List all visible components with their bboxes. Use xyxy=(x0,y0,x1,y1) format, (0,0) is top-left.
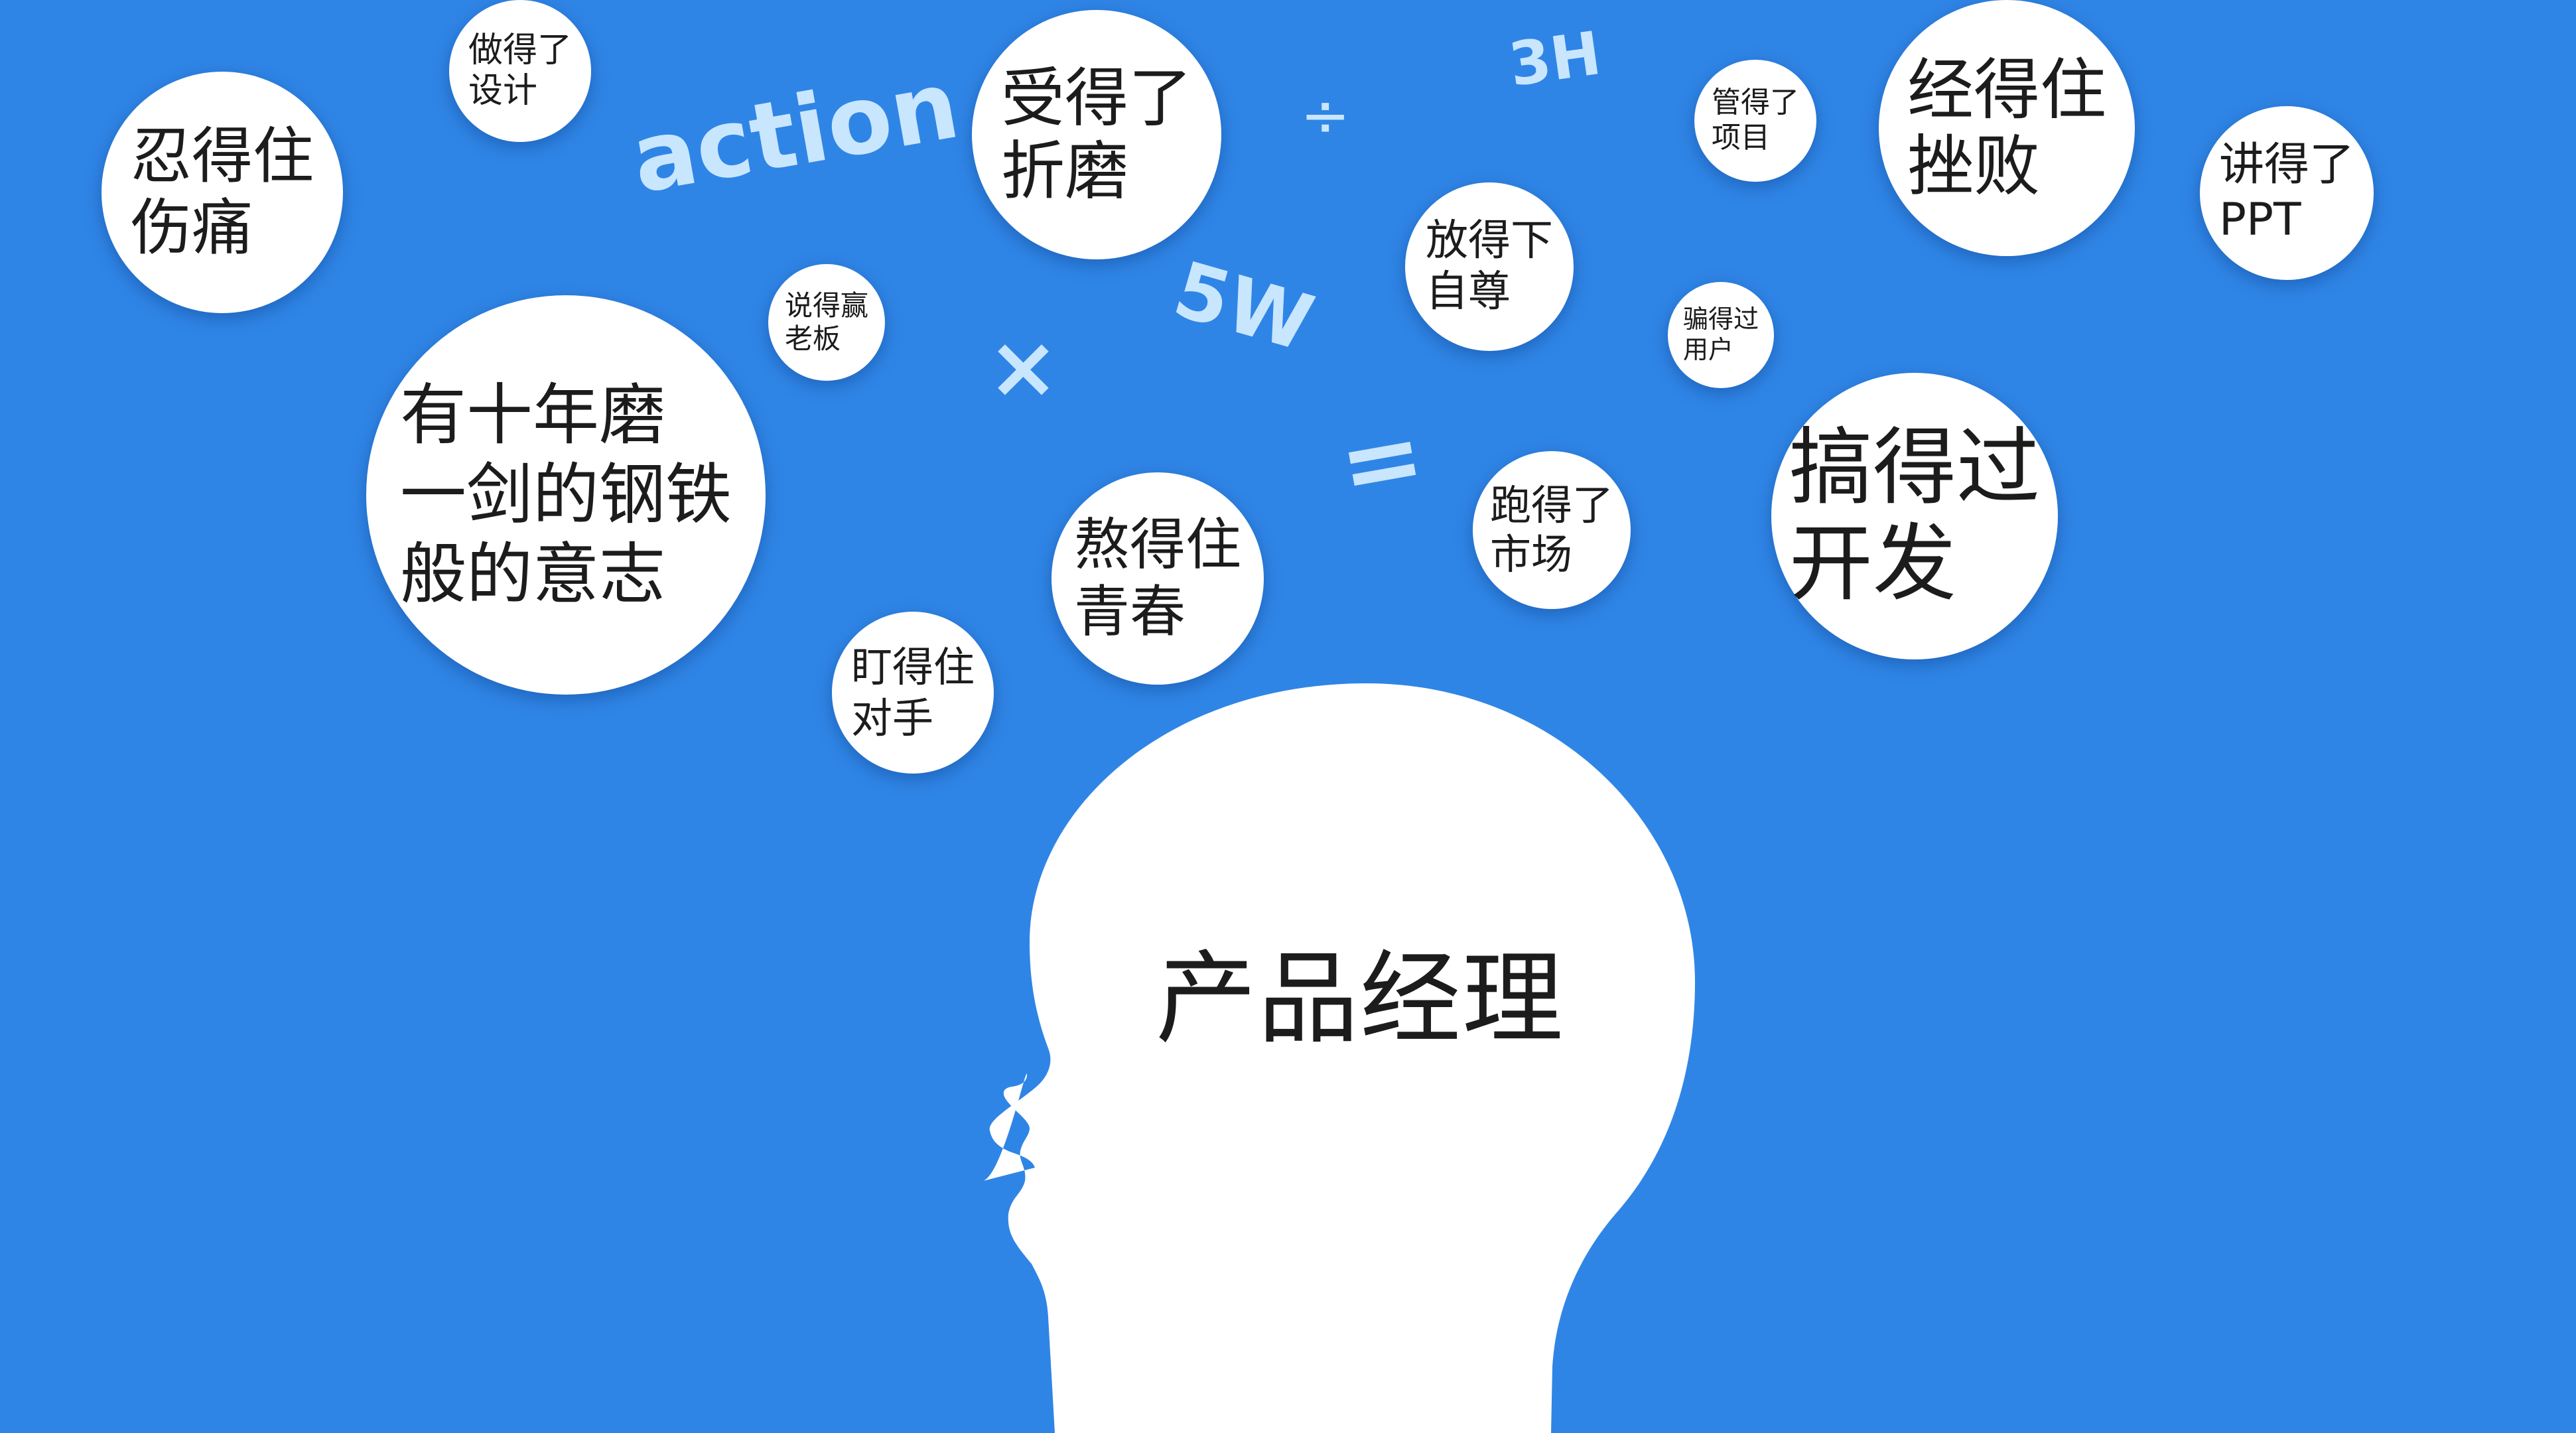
bubble-line: PPT xyxy=(2218,194,2301,246)
bubble-line: 忍得住 xyxy=(130,121,314,192)
bubble-line: 一剑的钢铁 xyxy=(400,456,732,533)
bubble-yizhi: 有十年磨一剑的钢铁般的意志 xyxy=(366,295,766,695)
bubble-qingchun: 熬得住青春 xyxy=(1051,472,1264,685)
bubble-line: 有十年磨 xyxy=(400,376,665,454)
bubble-line: 放得下 xyxy=(1426,216,1553,266)
bubble-line: 项目 xyxy=(1712,121,1770,155)
times-sign: × xyxy=(987,316,1059,417)
bubble-line: 盯得住 xyxy=(850,642,975,691)
bubble-line: 开发 xyxy=(1789,515,1956,612)
bubble-line: 熬得住 xyxy=(1073,512,1241,578)
bubble-line: 搞得过 xyxy=(1789,419,2040,517)
bubble-line: 骗得过 xyxy=(1682,305,1759,334)
bubble-xiangmu: 管得了项目 xyxy=(1694,60,1816,182)
bubble-line: 青春 xyxy=(1073,579,1186,644)
bubble-line: 自尊 xyxy=(1426,267,1511,316)
bubble-sheji: 做得了设计 xyxy=(449,0,591,142)
bubble-line: 设计 xyxy=(468,71,537,111)
equals-sign: = xyxy=(1330,397,1433,525)
bubble-renshang: 忍得住伤痛 xyxy=(102,72,343,313)
bubble-line: 用户 xyxy=(1682,335,1733,364)
bubble-line: 受得了 xyxy=(1001,60,1192,135)
bubble-line: 对手 xyxy=(850,694,933,742)
head-label: 产品经理 xyxy=(1156,940,1564,1058)
bubble-shichang: 跑得了市场 xyxy=(1473,451,1631,609)
bubble-line: 市场 xyxy=(1489,530,1572,579)
bubble-line: 伤痛 xyxy=(130,192,253,263)
bubble-line: 做得了 xyxy=(468,30,572,70)
bubble-line: 讲得了 xyxy=(2218,139,2354,192)
bubble-line: 折磨 xyxy=(1001,134,1128,208)
3h-label: 3H xyxy=(1505,18,1605,101)
divide-sign: ÷ xyxy=(1300,81,1351,151)
bubble-duishou: 盯得住对手 xyxy=(832,612,994,774)
bubble-zizun: 放得下自尊 xyxy=(1405,182,1574,351)
bubble-yonghu: 骗得过用户 xyxy=(1668,282,1774,388)
bubble-line: 挫败 xyxy=(1907,127,2040,205)
bubble-line: 说得赢 xyxy=(784,289,868,322)
bubble-laoban: 说得赢老板 xyxy=(768,264,885,381)
bubble-line: 经得住 xyxy=(1907,51,2106,129)
bubble-kaifa: 搞得过开发 xyxy=(1771,373,2058,659)
bubble-line: 老板 xyxy=(784,322,841,355)
bubble-cuobai: 经得住挫败 xyxy=(1879,0,2135,256)
bubble-line: 跑得了 xyxy=(1489,480,1613,529)
bubble-zhemo: 受得了折磨 xyxy=(972,10,1221,259)
bubble-line: 般的意志 xyxy=(400,535,665,613)
bubble-line: 管得了 xyxy=(1712,86,1799,120)
